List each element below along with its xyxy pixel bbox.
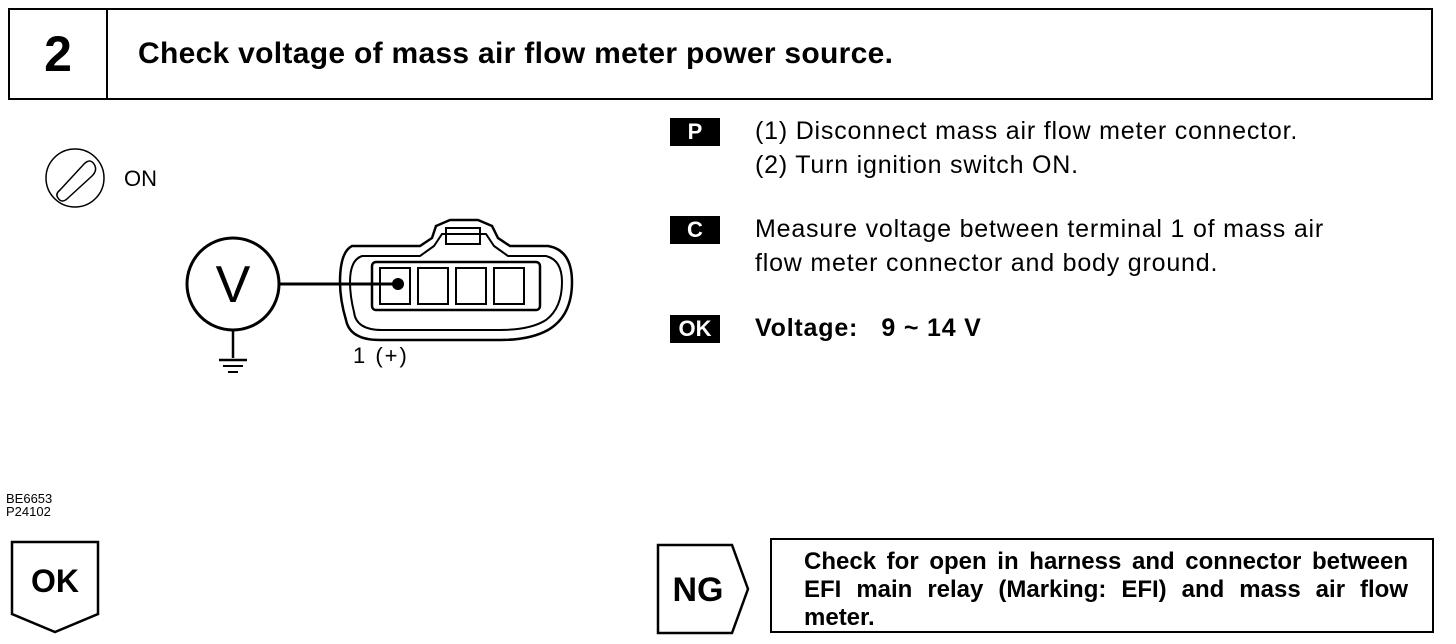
figure-codes: BE6653 P24102 <box>6 492 52 518</box>
ng-outcome-label: NG <box>673 571 724 609</box>
ground-symbol-icon <box>219 330 247 373</box>
ng-action-box: Check for open in harness and connector … <box>770 538 1434 633</box>
instruction-line: (1) Disconnect mass air flow meter conne… <box>755 117 1299 145</box>
instruction-line: flow meter connector and body ground. <box>755 249 1219 277</box>
figure-code: P24102 <box>6 504 51 519</box>
check-instructions: Measure voltage between terminal 1 of ma… <box>755 212 1324 280</box>
check-badge: C <box>670 216 720 244</box>
ng-outcome-box: NG <box>656 543 750 635</box>
ignition-switch-icon <box>45 148 105 208</box>
connector-icon <box>338 218 574 342</box>
prepare-badge: P <box>670 118 720 146</box>
step-title: Check voltage of mass air flow meter pow… <box>138 37 894 70</box>
ok-outcome-box: OK <box>10 540 100 634</box>
wiring-diagram: V <box>45 148 574 373</box>
ng-action-text: Check for open in harness and connector … <box>804 548 1408 631</box>
prepare-instructions: (1) Disconnect mass air flow meter conne… <box>755 114 1298 182</box>
ok-outcome-label: OK <box>31 563 79 599</box>
terminal-label: 1 (+) <box>353 343 409 368</box>
step-number: 2 <box>10 10 108 98</box>
instruction-line: Measure voltage between terminal 1 of ma… <box>755 215 1325 243</box>
ok-spec-badge: OK <box>670 315 720 343</box>
step-header: 2 Check voltage of mass air flow meter p… <box>8 8 1433 100</box>
ignition-on-label: ON <box>124 166 157 191</box>
voltmeter-icon: V <box>185 236 281 332</box>
figure-code: BE6653 <box>6 491 53 506</box>
instruction-line: (2) Turn ignition switch ON. <box>755 151 1079 179</box>
meter-symbol: V <box>216 256 251 314</box>
ok-spec-value: Voltage: 9 ~ 14 V <box>755 314 982 342</box>
